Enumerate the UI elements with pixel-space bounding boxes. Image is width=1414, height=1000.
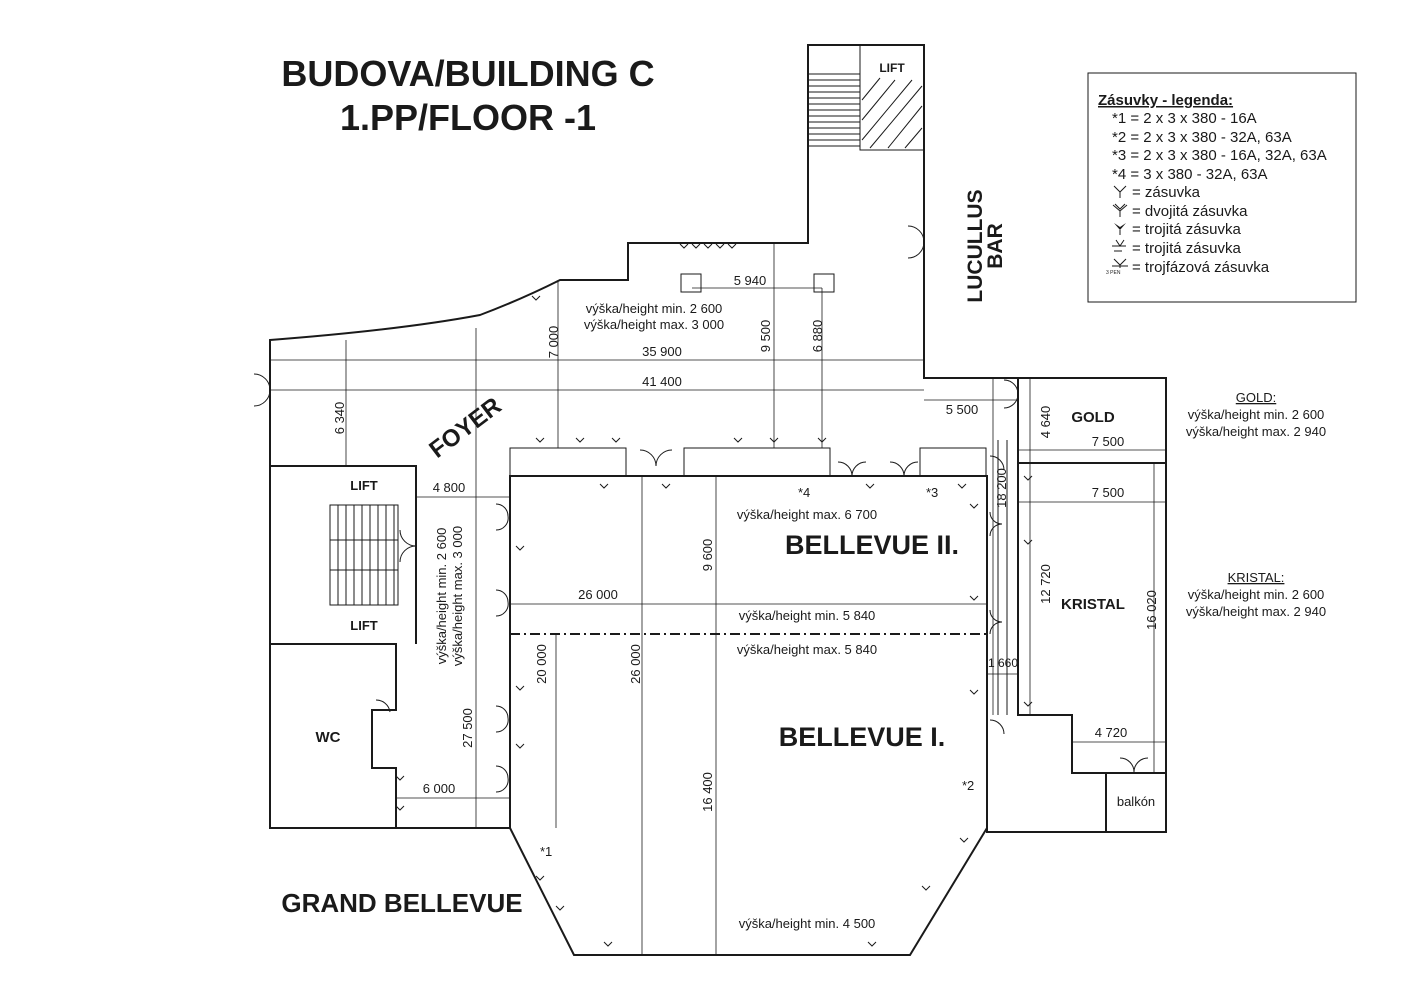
dim-18200: 18 200 — [994, 468, 1009, 508]
socket-callout-1: *1 — [540, 844, 552, 859]
dim-26000-v: 26 000 — [628, 644, 643, 684]
legend-heading: Zásuvky - legenda: — [1098, 92, 1233, 109]
b1-height-max: výška/height max. 5 840 — [737, 642, 877, 657]
triple-socket-icon — [1114, 223, 1126, 235]
room-lucullus: LUCULLUS — [964, 189, 987, 302]
room-lift-left-bottom: LIFT — [350, 618, 377, 633]
foyer-height-min: výška/height min. 2 600 — [586, 301, 723, 316]
foyer-height-max: výška/height max. 3 000 — [584, 317, 724, 332]
building-outline — [269, 44, 1167, 956]
socket-icon — [1113, 185, 1127, 198]
legend-symbol-label-2: = dvojitá zásuvka — [1132, 203, 1248, 220]
legend-symbol-label-4: = trojitá zásuvka — [1132, 240, 1241, 257]
room-kristal: KRISTAL — [1061, 596, 1125, 613]
room-bellevue-1: BELLEVUE I. — [779, 722, 946, 752]
dim-4800: 4 800 — [433, 480, 466, 495]
kristal-note-max: výška/height max. 2 940 — [1186, 604, 1326, 619]
socket-callout-4: *4 — [798, 485, 810, 500]
socket-callout-3: *3 — [926, 485, 938, 500]
double-socket-icon — [1112, 203, 1128, 217]
room-bar: BAR — [984, 223, 1007, 269]
room-balkon: balkón — [1117, 794, 1155, 809]
storage-2 — [683, 447, 831, 477]
legend-symbol-label-1: = zásuvka — [1132, 184, 1201, 201]
legend-frame — [1087, 72, 1357, 303]
dim-1660: 1 660 — [988, 656, 1018, 670]
dim-27500: 27 500 — [460, 708, 475, 748]
legend-item-3: *3 = 2 x 3 x 380 - 16A, 32A, 63A — [1112, 147, 1327, 164]
legend-item-2: *2 = 2 x 3 x 380 - 32A, 63A — [1112, 129, 1292, 146]
dim-7000: 7 000 — [546, 326, 561, 359]
dim-6000: 6 000 — [423, 781, 456, 796]
title-line1: BUDOVA/BUILDING C — [281, 53, 654, 94]
dim-5500: 5 500 — [946, 402, 979, 417]
dim-16400: 16 400 — [700, 772, 715, 812]
gold-note-heading: GOLD: — [1236, 390, 1276, 405]
legend-item-1: *1 = 2 x 3 x 380 - 16A — [1112, 110, 1257, 127]
dim-5940: 5 940 — [734, 273, 767, 288]
legend-symbol-label-5: = trojfázová zásuvka — [1132, 259, 1270, 276]
dimension-lines — [270, 243, 1166, 955]
dim-4640: 4 640 — [1038, 406, 1053, 439]
legend-symbol-label-3: = trojitá zásuvka — [1132, 221, 1241, 238]
dim-41400: 41 400 — [642, 374, 682, 389]
dim-6880: 6 880 — [810, 320, 825, 353]
gb-height-min: výška/height min. 4 500 — [739, 916, 876, 931]
kristal-note-min: výška/height min. 2 600 — [1188, 587, 1325, 602]
legend: Zásuvky - legenda: *1 = 2 x 3 x 380 - 16… — [1087, 72, 1357, 303]
title-line2: 1.PP/FLOOR -1 — [340, 97, 596, 138]
three-phase-tag: 3 PEN — [1106, 270, 1121, 276]
three-phase-socket-icon: 3 PEN — [1106, 258, 1128, 276]
storage-1 — [509, 447, 627, 477]
dim-12720: 12 720 — [1038, 564, 1053, 604]
room-foyer: FOYER — [424, 392, 506, 463]
gold-note-min: výška/height min. 2 600 — [1188, 407, 1325, 422]
b2-height-max: výška/height max. 6 700 — [737, 507, 877, 522]
b2-height-min: výška/height min. 5 840 — [739, 608, 876, 623]
room-bellevue-2: BELLEVUE II. — [785, 530, 959, 560]
socket-callout-2: *2 — [962, 778, 974, 793]
side-height-max: výška/height max. 3 000 — [450, 526, 465, 666]
dim-7500-a: 7 500 — [1092, 434, 1125, 449]
side-height-min: výška/height min. 2 600 — [434, 528, 449, 665]
kristal-note-heading: KRISTAL: — [1228, 570, 1285, 585]
dim-20000: 20 000 — [534, 644, 549, 684]
dim-35900: 35 900 — [642, 344, 682, 359]
dim-9500: 9 500 — [758, 320, 773, 353]
gold-note-max: výška/height max. 2 940 — [1186, 424, 1326, 439]
doors — [253, 225, 1149, 793]
balkon-box — [1105, 772, 1167, 833]
column-2 — [813, 273, 835, 293]
dim-16020: 16 020 — [1144, 590, 1159, 630]
room-gold: GOLD — [1071, 409, 1114, 426]
dim-26000-h: 26 000 — [578, 587, 618, 602]
dim-4720: 4 720 — [1095, 725, 1128, 740]
column-1 — [680, 273, 702, 293]
dim-9600: 9 600 — [700, 539, 715, 572]
room-lift-left-top: LIFT — [350, 478, 377, 493]
socket-marks — [395, 243, 1033, 947]
storage-3 — [919, 447, 987, 477]
legend-item-4: *4 = 3 x 380 - 32A, 63A — [1112, 166, 1268, 183]
dim-7500-b: 7 500 — [1092, 485, 1125, 500]
dim-6340: 6 340 — [332, 402, 347, 435]
room-wc: WC — [316, 729, 341, 746]
triple-socket-alt-icon — [1112, 239, 1126, 252]
room-grand-bellevue: GRAND BELLEVUE — [281, 888, 522, 918]
room-lift-top: LIFT — [879, 61, 905, 75]
